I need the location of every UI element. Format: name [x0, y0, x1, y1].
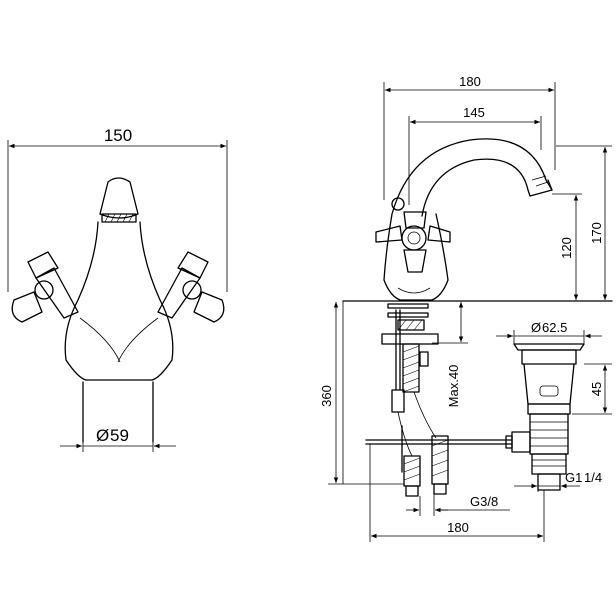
- front-faucet-body: [11, 177, 225, 443]
- waste-height-dimension: 45: [572, 363, 612, 415]
- side-hose-thread-dimension: G3/8: [406, 494, 510, 516]
- side-spout-reach-dimension: 145: [408, 105, 542, 205]
- side-overall-width-dimension: 180: [383, 74, 556, 200]
- side-bottom-width-label: 180: [447, 520, 469, 535]
- side-spout-height-label: 120: [559, 237, 574, 259]
- side-below-deck-dimension: 360: [319, 302, 404, 485]
- waste-assembly: Ø 62.5 45 G1 1/4: [496, 320, 612, 492]
- side-deck-thickness-dimension: Max.40: [432, 302, 468, 407]
- side-hose-thread-label: G3/8: [470, 494, 498, 509]
- waste-flange-diameter-symbol: Ø: [531, 320, 541, 335]
- side-total-height-label: 170: [589, 222, 604, 244]
- waste-thread-label: G1: [565, 470, 582, 485]
- side-deck-thickness-label: Max.40: [446, 365, 461, 408]
- front-width-dimension: 150: [7, 126, 228, 292]
- side-faucet-body: [375, 138, 553, 301]
- side-overall-width-label: 180: [459, 74, 481, 89]
- front-base-diameter-symbol: Ø: [96, 426, 109, 445]
- front-width-label: 150: [104, 126, 132, 145]
- side-total-height-dimension: 170: [556, 145, 612, 300]
- side-spout-height-dimension: 120: [552, 193, 582, 300]
- front-view: 150: [7, 126, 228, 452]
- side-view: 180 145: [319, 74, 613, 542]
- front-base-diameter-dimension: Ø 59: [60, 426, 176, 452]
- side-below-deck-label: 360: [319, 385, 334, 407]
- waste-thread-fraction-label: 1/4: [584, 470, 602, 485]
- waste-thread-dimension: G1 1/4: [514, 470, 602, 492]
- side-fixing-assembly: [365, 303, 513, 497]
- side-spout-reach-label: 145: [463, 105, 485, 120]
- waste-flange-diameter-label: 62.5: [542, 320, 567, 335]
- waste-height-label: 45: [589, 382, 604, 396]
- front-base-diameter-label: 59: [110, 426, 129, 445]
- waste-flange-diameter-dimension: Ø 62.5: [496, 320, 602, 344]
- side-bottom-width-dimension: 180: [369, 444, 545, 542]
- side-deck: [342, 300, 613, 484]
